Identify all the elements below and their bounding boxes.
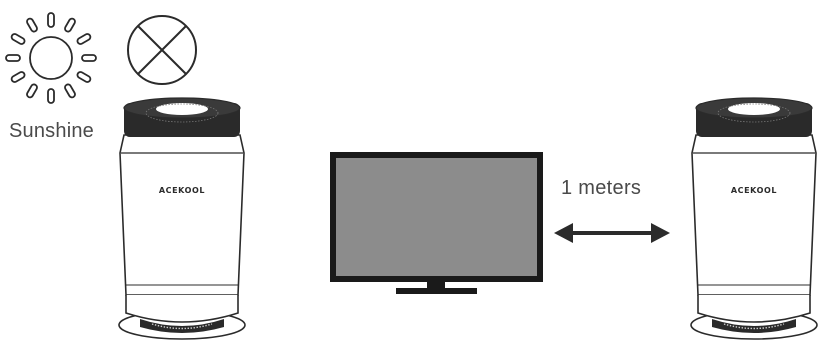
double-arrow-icon [554, 223, 670, 243]
air-purifier-left: ACEKOOL [119, 98, 245, 339]
sun-ray [26, 83, 38, 98]
tv-icon [330, 152, 543, 294]
sun-ray [26, 18, 38, 33]
brand-logo: ACEKOOL [159, 186, 205, 195]
brand-logo: ACEKOOL [731, 186, 777, 195]
sun-ray [48, 89, 54, 103]
distance-label: 1 meters [561, 177, 641, 200]
sun-ray [11, 71, 26, 83]
sun-ray [6, 55, 20, 61]
air-purifier-right: ACEKOOL [691, 98, 817, 339]
sun-ray [82, 55, 96, 61]
sun-ray [64, 83, 76, 98]
sun-ray [48, 13, 54, 27]
sunshine-label: Sunshine [9, 120, 94, 143]
sun-ray [76, 71, 91, 83]
prohibited-icon [128, 16, 196, 84]
sun-ray [11, 33, 26, 45]
sun-ray [64, 18, 76, 33]
sun-icon [6, 13, 96, 103]
sun-ray [76, 33, 91, 45]
